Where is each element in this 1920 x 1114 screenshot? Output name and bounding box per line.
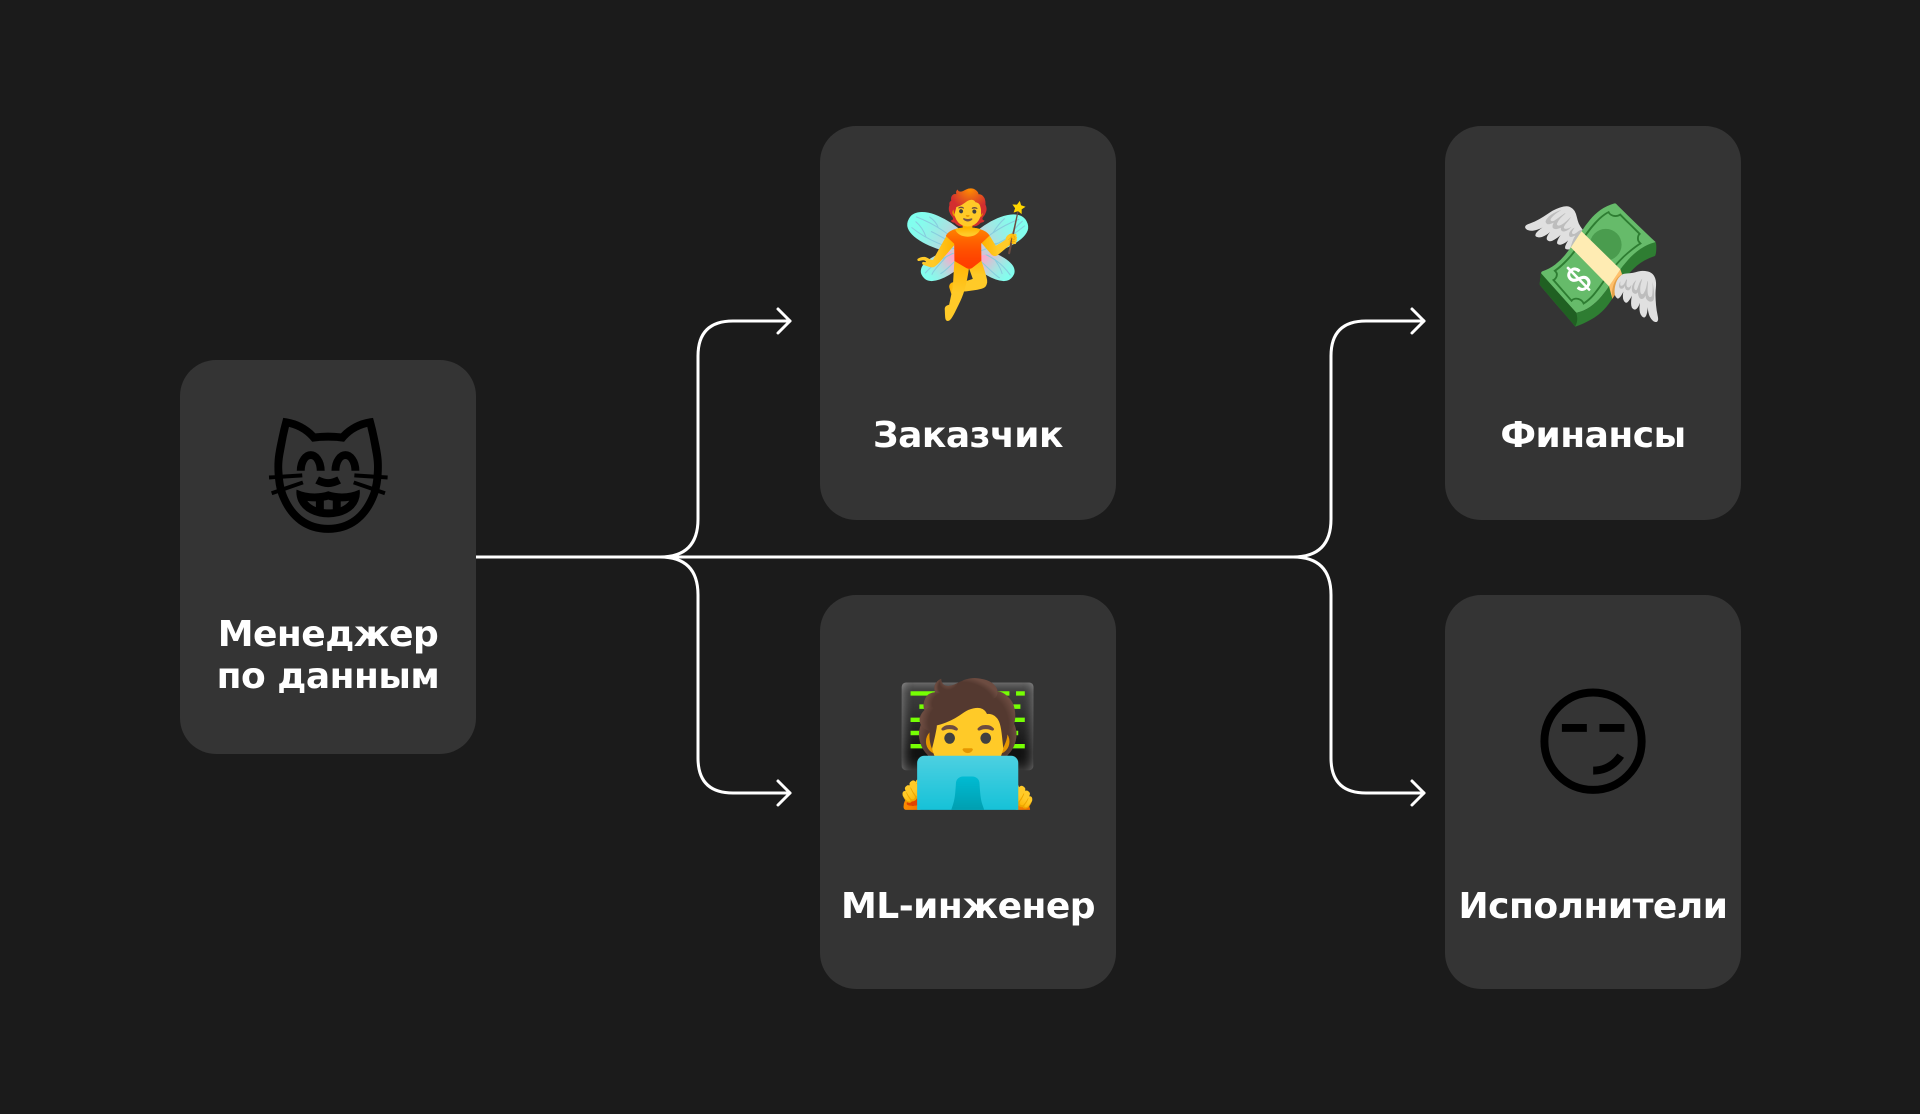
node-finance: 💸 Финансы — [1445, 126, 1741, 520]
arrow-head-customer — [776, 307, 792, 335]
smirking-face-icon: 😏 — [1530, 675, 1656, 814]
node-manager: 😸 Менеджер по данным — [180, 360, 476, 754]
label-line-1: Менеджер — [217, 614, 439, 655]
label-line-2: по данным — [216, 656, 440, 697]
connector-to-customer — [658, 319, 792, 559]
arrow-head-ml-engineer — [776, 779, 792, 807]
grinning-cat-icon: 😸 — [265, 414, 391, 553]
node-executors-label: Исполнители — [1458, 886, 1728, 927]
node-ml-engineer-label: ML-инженер — [840, 886, 1096, 927]
connector-to-ml-engineer — [658, 555, 792, 795]
node-manager-label: Менеджер по данным — [180, 614, 476, 698]
node-ml-engineer: 🧑‍💻 ML-инженер — [820, 595, 1116, 989]
arrow-head-executors — [1410, 779, 1426, 807]
node-finance-label: Финансы — [1500, 415, 1686, 456]
arrow-head-finance — [1410, 307, 1426, 335]
node-executors: 😏 Исполнители — [1445, 595, 1741, 989]
technologist-icon: 🧑‍💻 — [893, 675, 1043, 814]
node-customer: 🧚 Заказчик — [820, 126, 1116, 520]
money-with-wings-icon: 💸 — [1518, 196, 1668, 335]
connector-to-executors — [1291, 555, 1426, 795]
node-customer-label: Заказчик — [873, 415, 1063, 456]
fairy-icon: 🧚 — [893, 186, 1043, 325]
connector-to-finance — [1291, 319, 1426, 559]
